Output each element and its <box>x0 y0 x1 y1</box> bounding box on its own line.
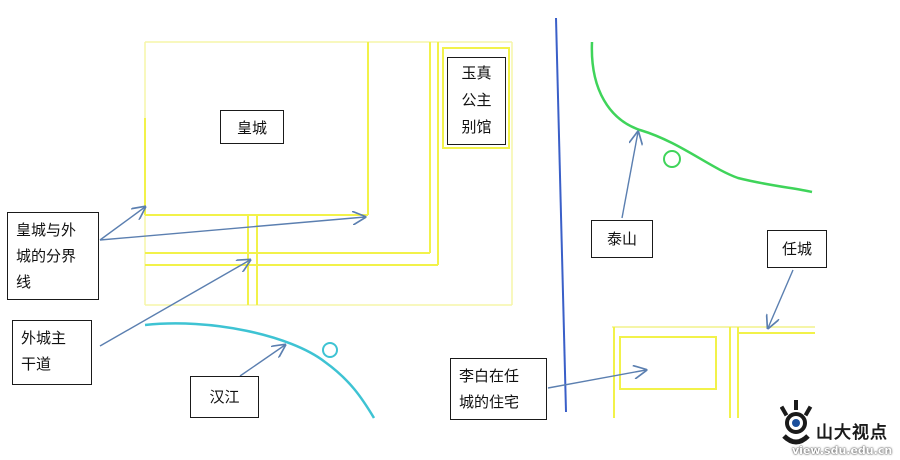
boundary-line-2: 城的分界 <box>16 247 77 265</box>
libai-line-1: 李白在任 <box>459 367 520 385</box>
villa-enclosure <box>442 47 510 149</box>
main-road-line-1: 外城主 <box>21 329 67 347</box>
panel-divider <box>555 17 567 413</box>
arrow-libai-residence <box>547 370 646 389</box>
villa-line-3: 别馆 <box>461 118 492 136</box>
ren-city-walls <box>612 326 815 418</box>
outer-city-walls <box>144 41 513 306</box>
arrow-ren-city <box>768 269 794 328</box>
label-han-river: 汉江 <box>190 376 259 418</box>
arrow-mount-tai <box>621 132 638 219</box>
villa-line-1: 玉真 <box>461 64 492 82</box>
arrow-han-river <box>239 345 285 377</box>
arrow-main-road <box>99 260 250 347</box>
label-princess-villa: 玉真 公主 别馆 <box>447 57 506 145</box>
han-river-curve <box>144 322 376 419</box>
label-main-road: 外城主 干道 <box>12 320 92 385</box>
boundary-line-3: 线 <box>16 273 32 291</box>
villa-line-2: 公主 <box>461 91 492 109</box>
main-road-line-2: 干道 <box>21 355 52 373</box>
watermark-logo-icon <box>780 400 813 445</box>
arrow-boundary-to-corner <box>99 207 145 241</box>
mount-tai-marker <box>663 150 681 168</box>
main-road-lines <box>145 42 439 305</box>
watermark-name: 山大视点 <box>816 423 888 443</box>
annotation-arrows <box>99 132 794 389</box>
arrow-boundary-to-wall <box>99 217 365 241</box>
han-river-marker <box>322 342 338 358</box>
label-boundary: 皇城与外 城的分界 线 <box>7 212 99 300</box>
mount-tai-curve <box>590 41 813 194</box>
boundary-line-1: 皇城与外 <box>16 221 77 239</box>
label-ren-city: 任城 <box>767 230 827 268</box>
label-mount-tai: 泰山 <box>591 220 653 258</box>
label-libai-residence: 李白在任 城的住宅 <box>450 358 547 420</box>
libai-line-2: 城的住宅 <box>459 393 520 411</box>
watermark-url: view.sdu.edu.cn <box>792 444 893 457</box>
label-imperial-city: 皇城 <box>220 110 284 144</box>
